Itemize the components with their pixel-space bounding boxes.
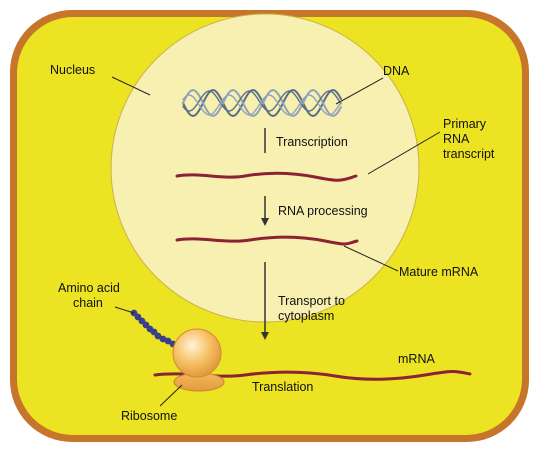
transport-label-line2: cytoplasm xyxy=(278,309,334,323)
amino-acid-chain xyxy=(130,309,182,350)
mature-mrna-label: Mature mRNA xyxy=(399,265,479,279)
nucleus-label: Nucleus xyxy=(50,63,95,77)
dna-double-helix xyxy=(182,88,342,118)
rna-processing-label: RNA processing xyxy=(278,204,368,218)
dna-leader xyxy=(335,77,384,105)
amino-acid-bead xyxy=(164,337,172,345)
mature-mrna-strand xyxy=(175,235,359,246)
mrna-label: mRNA xyxy=(398,352,435,366)
dna-label: DNA xyxy=(383,64,410,78)
ribosome-large-subunit xyxy=(172,328,222,378)
amino-acid-leader xyxy=(114,306,135,314)
primary-rna-leader xyxy=(367,131,441,175)
leader-lines xyxy=(111,76,441,407)
primary-rna-label-line1: Primary xyxy=(443,117,487,131)
translation-label: Translation xyxy=(252,380,313,394)
amino-acid-label-line1: Amino acid xyxy=(58,281,120,295)
primary-rna-label-line3: transcript xyxy=(443,147,495,161)
transcription-label: Transcription xyxy=(276,135,348,149)
nucleus-leader xyxy=(111,76,151,96)
transport-arrow xyxy=(261,262,269,340)
ribosome xyxy=(172,328,225,392)
rna-processing-arrow xyxy=(261,196,269,226)
transport-label-line1: Transport to xyxy=(278,294,345,308)
ribosome-label: Ribosome xyxy=(121,409,177,423)
amino-acid-bead xyxy=(154,332,162,340)
primary-rna-label-line2: RNA xyxy=(443,132,470,146)
primary-rna-strand xyxy=(175,171,358,182)
amino-acid-label-line2: chain xyxy=(73,296,103,310)
ribosome-leader xyxy=(159,384,183,407)
mature-mrna-leader xyxy=(343,245,399,272)
